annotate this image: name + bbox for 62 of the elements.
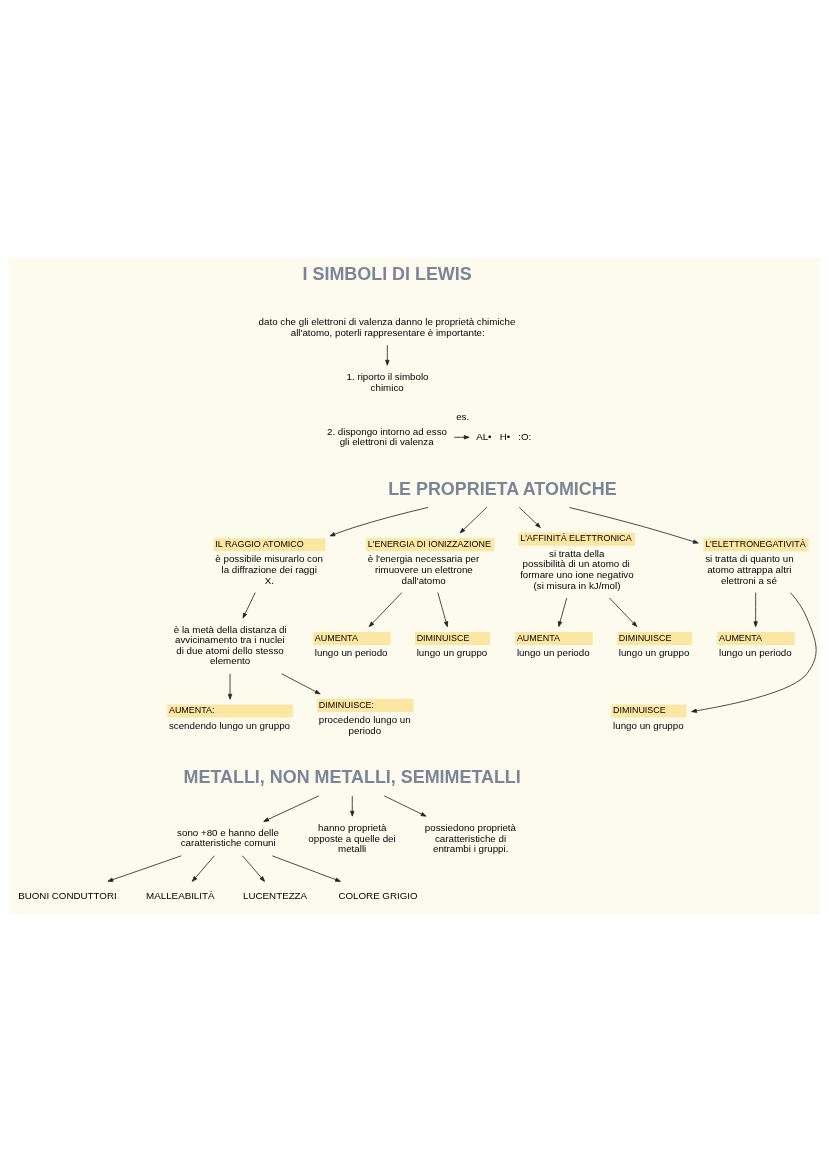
node-box: AUMENTA (313, 631, 391, 645)
node-box: DIMINUISCE (617, 631, 693, 645)
node-text: 2. dispongo intorno ad esso gli elettroni di valenza (327, 425, 448, 447)
node-text: METALLI, NON METALLI, SEMIMETALLI (183, 766, 521, 787)
node-label: lungo un gruppo (618, 646, 690, 658)
node-text: è la metà della distanza di avvicinamento tra i nuclei di due atomi dello stesso elemento (173, 623, 287, 666)
arrow (608, 597, 638, 627)
node-text: sono +80 e hanno delle caratteristiche comuni (177, 826, 279, 848)
node-box: DIMINUISCE (611, 704, 687, 718)
node-label: lungo un gruppo (613, 719, 684, 731)
arrow (191, 854, 215, 882)
node-box: DIMINUISCE: (317, 698, 414, 712)
arrow (281, 672, 321, 694)
arrow (263, 795, 320, 822)
arrow (453, 434, 470, 439)
node-text: LUCENTEZZA (243, 889, 308, 901)
node-box: L'ELETTRONEGATIVITÀ (703, 537, 809, 551)
arrow (568, 506, 699, 544)
node-box: AUMENTA (717, 631, 795, 645)
arrow (107, 854, 182, 882)
node-label: lungo un periodo (516, 646, 590, 658)
node-text: hanno proprietà opposte a quelle dei metalli (308, 821, 396, 854)
arrow (385, 344, 390, 366)
arrow (242, 591, 256, 619)
arrow (271, 854, 341, 882)
node-box: L'ENERGIA DI IONIZZAZIONE (366, 537, 495, 551)
arrow (518, 506, 541, 528)
arrow (558, 597, 568, 627)
node-box: L'AFFINITÀ ELETTRONICA (518, 532, 636, 546)
node-box: AUMENTA: (167, 704, 293, 718)
arrow (329, 506, 429, 536)
arrow (437, 591, 449, 627)
arrow (753, 591, 758, 627)
label: I SIMBOLI DI LEWIS (302, 263, 472, 284)
node-text: COLORE GRIGIO (338, 889, 418, 901)
node-label: si tratta della possibilità di un atomo di formare uno ione negativo (si misura in kJ/mol) (520, 547, 634, 591)
node-text: possiedono proprietà caratteristiche di entrambi i gruppi. (424, 821, 517, 854)
arrow (691, 591, 817, 713)
node-label: procedendo lungo un periodo (318, 713, 411, 736)
arrow (368, 591, 403, 627)
node-box: AUMENTA (515, 631, 593, 645)
node-label: lungo un gruppo (416, 646, 488, 658)
node-text: dato che gli elettroni di valenza danno le proprietà chimiche all'atomo, poterli rappresentare è importante: (258, 315, 516, 338)
node-label: è possibile misurarlo con la diffrazione dei raggi X. (215, 552, 323, 586)
node-label: es. (456, 410, 470, 422)
arrow (350, 795, 355, 816)
node-text: AL• H• :O: (476, 430, 532, 442)
arrow (459, 506, 488, 533)
arrow (227, 673, 233, 700)
node-text: 1. riporto il simbolo chimico (346, 370, 429, 392)
arrow (242, 854, 265, 882)
node-label: si tratta di quanto un atomo attrappa altri elettroni a sé (705, 552, 794, 586)
node-text: LE PROPRIETA ATOMICHE (388, 478, 617, 499)
node-box: DIMINUISCE (415, 631, 490, 645)
node-text: BUONI CONDUTTORI (18, 889, 117, 901)
node-text: MALLEABILITÀ (146, 889, 215, 901)
node-box: IL RAGGIO ATOMICO (213, 537, 326, 551)
node-label: lungo un periodo (718, 646, 792, 658)
node-label: scendendo lungo un gruppo (168, 719, 291, 731)
node-label: lungo un periodo (314, 646, 388, 658)
arrow (383, 795, 427, 817)
node-label: è l'energia necessaria per rimuovere un elettrone dall'atomo (367, 552, 480, 586)
